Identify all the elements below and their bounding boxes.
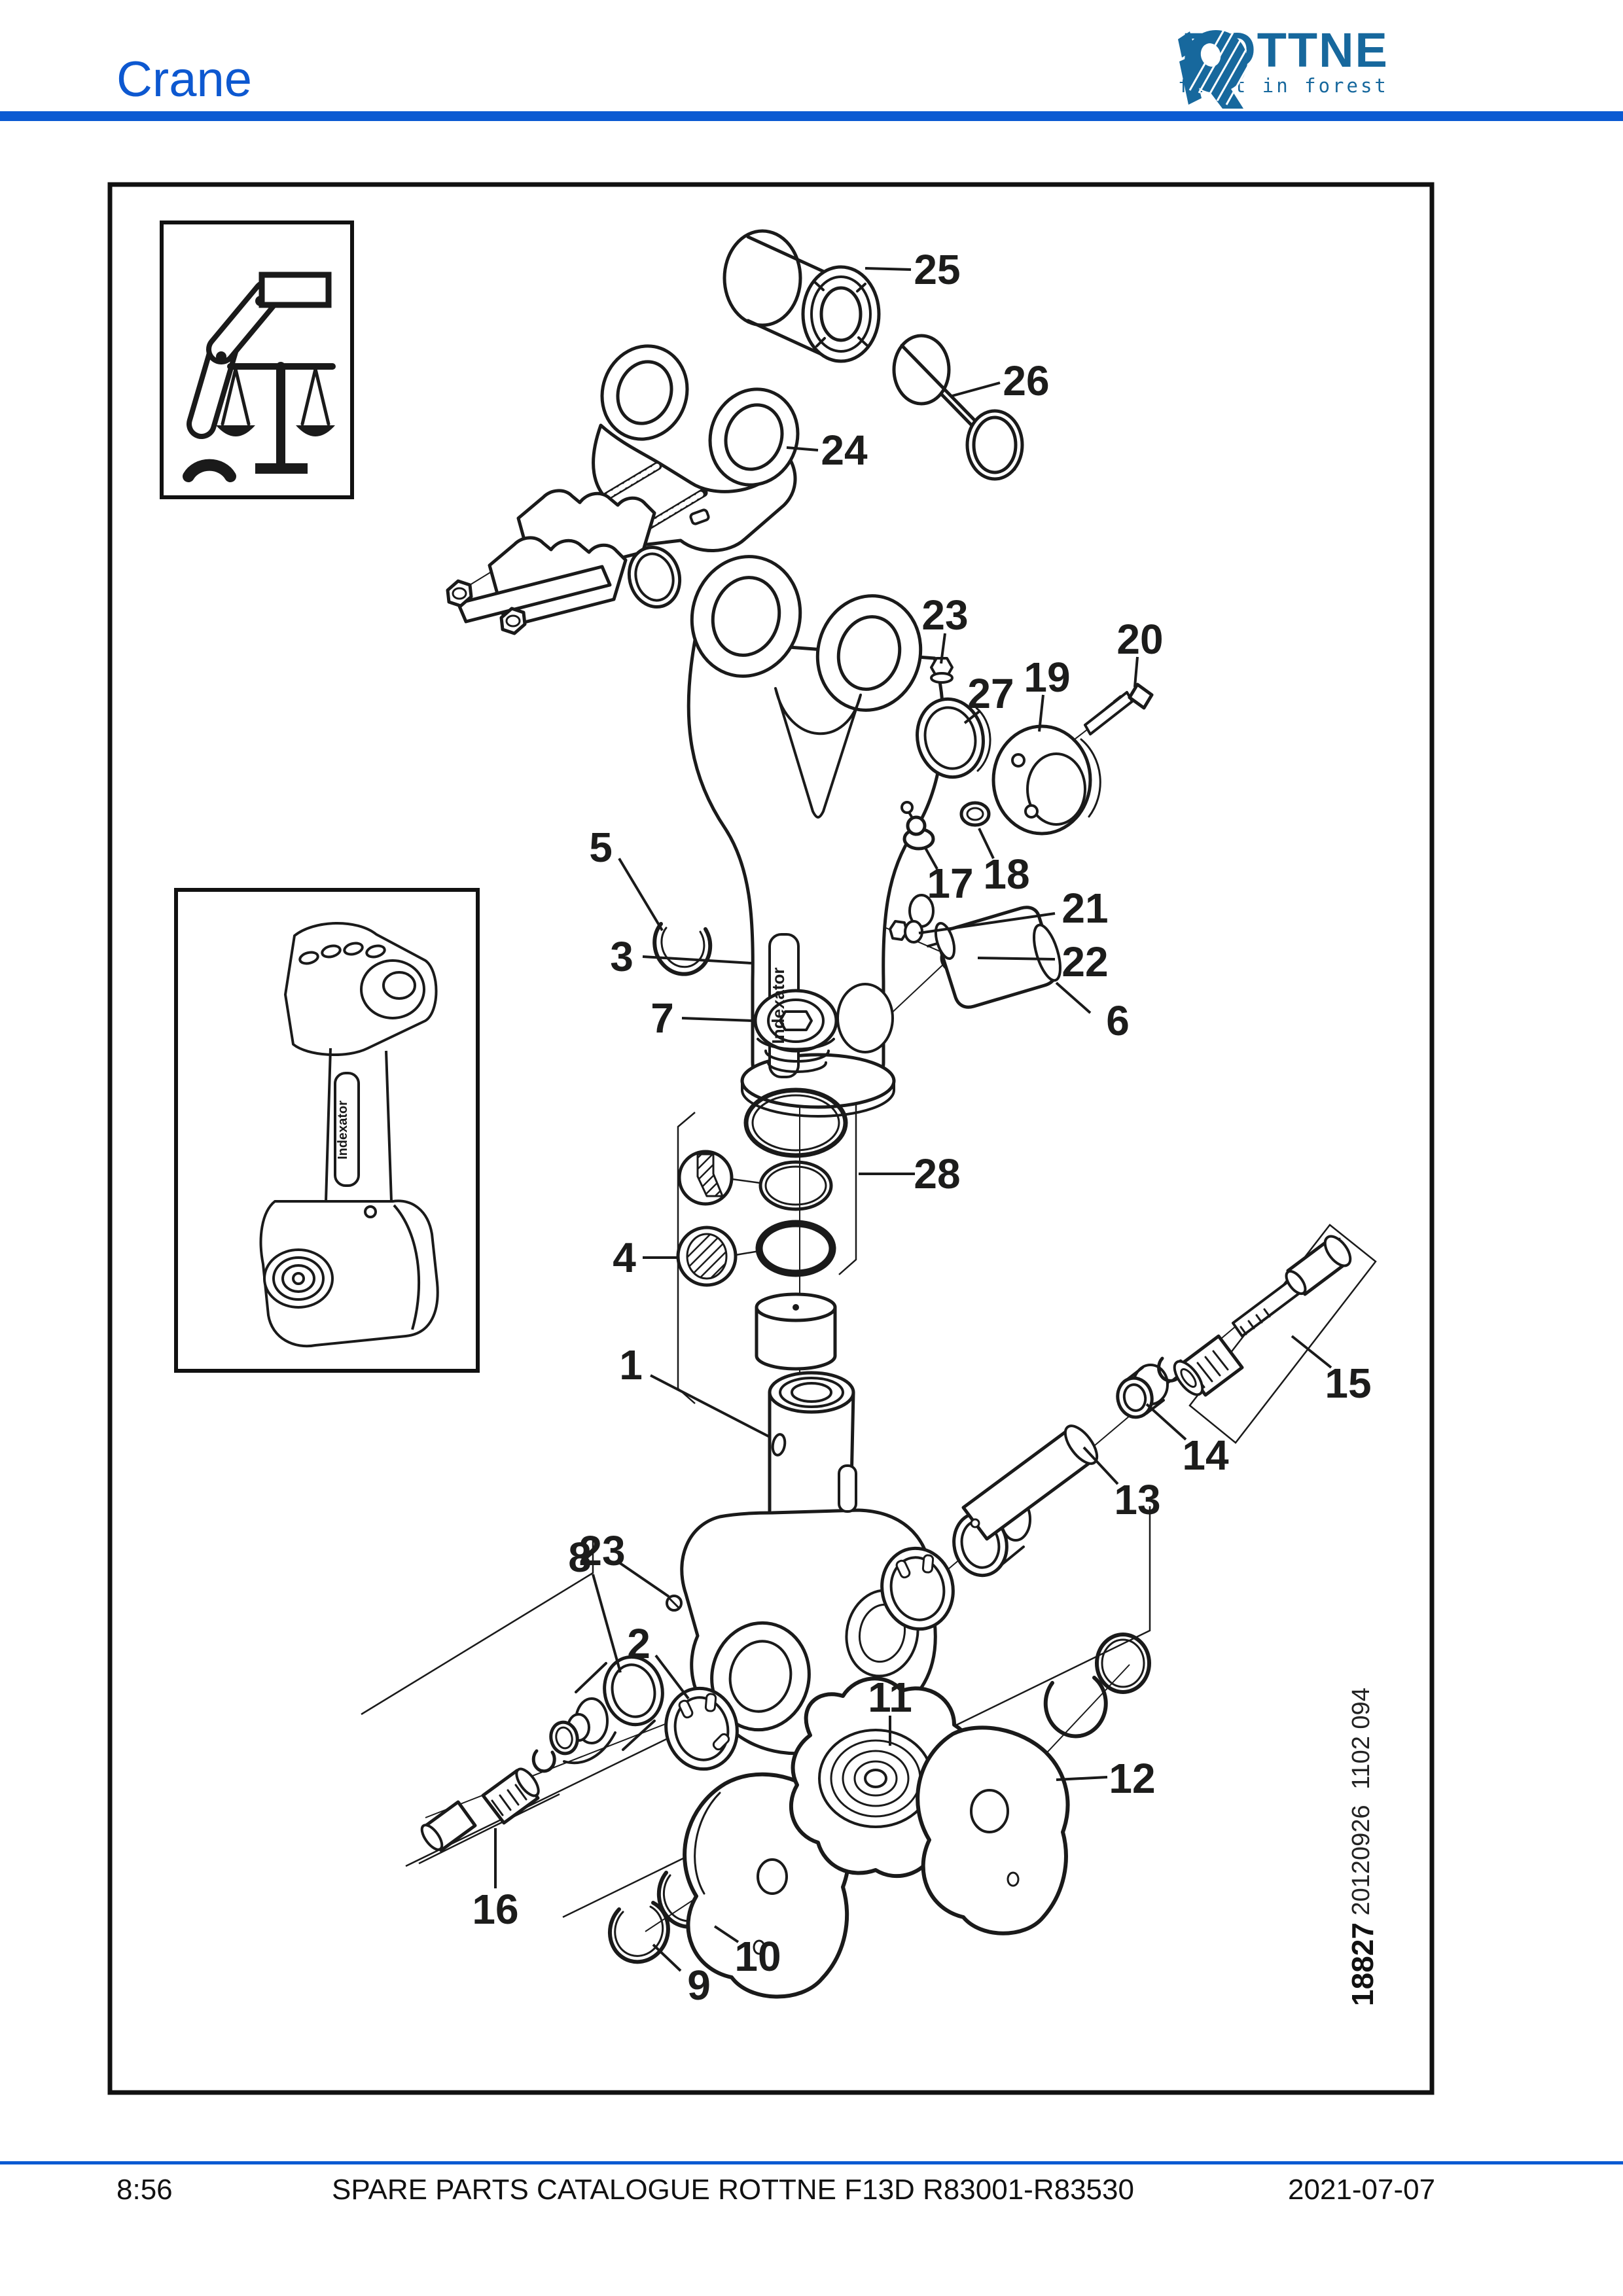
leader-line-2 (654, 1654, 690, 1700)
callout-24: 24 (821, 427, 868, 474)
assembled-rotator-view (259, 922, 439, 1348)
leader-line-5 (618, 857, 664, 932)
rottne-logo-mark-icon (1178, 29, 1251, 109)
callout-11: 11 (868, 1674, 912, 1721)
part-19-wear-housing (991, 724, 1101, 836)
callout-19: 19 (1024, 654, 1070, 701)
callout-17: 17 (927, 860, 973, 907)
part-17-grease-valve (901, 801, 935, 851)
yoke-brand-plate: Indexator (768, 967, 788, 1044)
rottne-logo: ROTTNE first in forest (1173, 26, 1389, 109)
leader-line-18 (978, 828, 995, 859)
hose-clamp-group (446, 461, 708, 635)
footer-rule (0, 2161, 1623, 2164)
leader-line-23 (618, 1561, 670, 1598)
leader-line-14 (1145, 1403, 1187, 1441)
callout-6: 6 (1106, 997, 1130, 1044)
part-23-lock-nut-upper (930, 657, 954, 684)
callout-15: 15 (1325, 1360, 1371, 1407)
leader-line-22 (977, 957, 1056, 961)
callout-10: 10 (734, 1933, 781, 1980)
callout-5: 5 (589, 824, 613, 871)
part-9-ring (607, 1901, 670, 1964)
part-14-spacer (1116, 1356, 1185, 1419)
leader-line-7 (681, 1017, 753, 1022)
leader-line-21 (918, 912, 1056, 934)
callout-9: 9 (687, 1962, 711, 2009)
crane-scale-icon (183, 272, 336, 482)
callout-27: 27 (967, 670, 1014, 717)
part-16-plug-set (420, 1713, 590, 1852)
leader-line-19 (1038, 694, 1044, 732)
leader-line-20 (1133, 656, 1139, 688)
callout-1: 1 (619, 1341, 643, 1388)
part-27-seal-ring (916, 697, 991, 779)
footer-time: 8:56 (116, 2174, 173, 2206)
part-2-spherical-bearing (664, 1686, 739, 1771)
callout-2: 2 (627, 1620, 651, 1667)
callout-8: 8 (568, 1534, 592, 1581)
leader-line-13 (1082, 1446, 1119, 1485)
part-12-shield-set (916, 1633, 1151, 1935)
callout-18: 18 (983, 851, 1029, 898)
revision-code: 20120926 (1347, 1805, 1375, 1915)
part-18-sleeve (959, 801, 991, 827)
part-15-bolt-set (1173, 1235, 1352, 1397)
seal-ring-upper-left (627, 545, 682, 609)
crane-icon-box (160, 221, 354, 499)
leader-line-24 (786, 446, 819, 451)
inset-brand-plate: Indexator (336, 1101, 350, 1159)
part-13-chain (880, 1424, 1099, 1631)
header-rule (0, 111, 1623, 121)
part-23-lock-screw-lower (666, 1595, 683, 1612)
callout-16: 16 (472, 1886, 518, 1933)
callout-14: 14 (1182, 1432, 1229, 1479)
part-5-snap-ring (652, 922, 713, 976)
callout-3: 3 (610, 933, 633, 980)
page-title: Crane (116, 52, 252, 107)
callout-4: 4 (613, 1234, 636, 1281)
part-4-seal-kit (676, 1150, 762, 1287)
callout-21: 21 (1061, 885, 1108, 932)
leader-line-8 (592, 1574, 622, 1673)
callout-13: 13 (1114, 1476, 1160, 1523)
assembled-view-box (174, 888, 480, 1373)
drawing-number: 18827 (1346, 1922, 1380, 2006)
part-8-cup-bushing (563, 1655, 664, 1765)
part-26-bushing-tube (892, 334, 1024, 481)
leader-line-6 (1055, 981, 1092, 1014)
callout-7: 7 (651, 995, 674, 1042)
leader-line-25 (865, 267, 912, 271)
callout-22: 22 (1061, 938, 1108, 985)
footer-date: 2021-07-07 (1288, 2174, 1436, 2206)
part-7-plug (753, 989, 838, 1073)
part-25-bearing-sleeve (722, 229, 881, 363)
callout-25: 25 (914, 246, 960, 293)
leader-line-26 (952, 381, 1001, 397)
callout-20: 20 (1116, 616, 1163, 663)
callout-26: 26 (1003, 357, 1049, 404)
callout-28: 28 (914, 1150, 960, 1197)
diagram-border (107, 182, 1435, 2095)
leader-line-3 (642, 955, 752, 964)
callout-23: 23 (921, 592, 968, 639)
leader-line-1 (650, 1374, 770, 1438)
leader-line-10 (713, 1925, 740, 1943)
leader-line-12 (1056, 1776, 1108, 1781)
piston (755, 1292, 837, 1371)
callout-12: 12 (1109, 1755, 1155, 1802)
callout-23: 23 (579, 1527, 625, 1574)
leader-line-17 (924, 847, 938, 870)
sheet-code: 1102 094 (1347, 1687, 1375, 1790)
leader-line-23 (940, 633, 946, 664)
leader-line-9 (652, 1943, 682, 1972)
part-20-bolt (1084, 682, 1154, 735)
footer-catalogue-title: SPARE PARTS CATALOGUE ROTTNE F13D R83001… (332, 2174, 1134, 2206)
part-21-stud-nut (889, 920, 923, 944)
leader-line-15 (1291, 1335, 1332, 1369)
leader-line-27 (963, 709, 982, 724)
part-28-seal-kit-rings (743, 1087, 848, 1277)
